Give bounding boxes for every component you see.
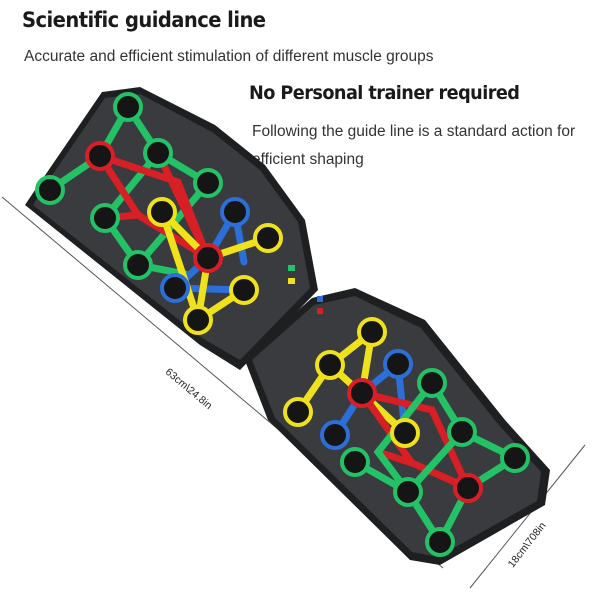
width-dimension-line [469, 444, 586, 589]
feature-description: Following the guide line is a standard a… [252, 118, 592, 174]
feature-description-line1: Following the guide line is a standard a… [252, 123, 576, 140]
right-grip-holes [283, 317, 530, 557]
left-red-lines [96, 149, 212, 262]
heading-subtitle: Accurate and efficient stimulation of di… [24, 48, 434, 65]
left-grip-holes [35, 92, 283, 335]
heading-title: Scientific guidance line [22, 8, 266, 32]
feature-title: No Personal trainer required [249, 82, 520, 104]
feature-description-line2: efficient shaping [252, 151, 364, 168]
right-guide-lines [294, 328, 519, 546]
grip-holes [35, 92, 530, 557]
color-legend-marks [288, 265, 323, 314]
